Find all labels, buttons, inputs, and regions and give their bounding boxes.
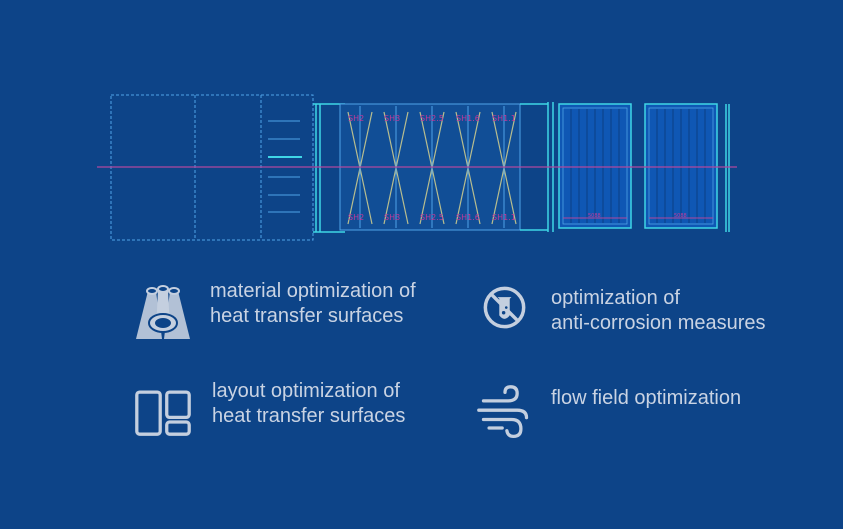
no-corrosion-icon xyxy=(483,286,526,329)
boiler-duct-diagram: SH2SH2SH3SH3SH2.5SH2.5SH1.6SH1.6SH1.1SH1… xyxy=(97,94,737,241)
section-label: SH2 xyxy=(348,114,364,123)
feature-material: material optimization of heat transfer s… xyxy=(132,279,416,341)
tube-bank-1: 5088 xyxy=(558,103,632,229)
section-label: SH3 xyxy=(384,213,400,222)
section-label: SH2.5 xyxy=(420,213,444,222)
inlet-ticks xyxy=(268,120,302,213)
tubes-icon xyxy=(136,285,190,339)
bank-label: 5088 xyxy=(674,213,687,219)
feature-text: layout optimization of heat transfer sur… xyxy=(212,380,406,427)
section-label: SH1.1 xyxy=(492,114,516,123)
wind-icon xyxy=(477,385,529,439)
feature-text: optimization of anti-corrosion measures xyxy=(551,287,766,334)
feature-text: material optimization of heat transfer s… xyxy=(210,280,416,327)
section-label: SH1.6 xyxy=(456,114,480,123)
feature-flow: flow field optimization xyxy=(476,384,741,442)
feature-text: flow field optimization xyxy=(551,387,742,409)
layout-grid-icon xyxy=(135,390,191,436)
feature-corrosion: optimization of anti-corrosion measures xyxy=(481,284,766,338)
end-plate xyxy=(725,104,730,232)
section-label: SH2.5 xyxy=(420,114,444,123)
section-label: SH2 xyxy=(348,213,364,222)
section-label: SH3 xyxy=(384,114,400,123)
section-label: SH1.6 xyxy=(456,213,480,222)
bank-label: 5088 xyxy=(588,213,601,219)
feature-layout: layout optimization of heat transfer sur… xyxy=(134,379,405,437)
tube-bank-2: 5088 xyxy=(644,103,718,229)
section-label: SH1.1 xyxy=(492,213,516,222)
